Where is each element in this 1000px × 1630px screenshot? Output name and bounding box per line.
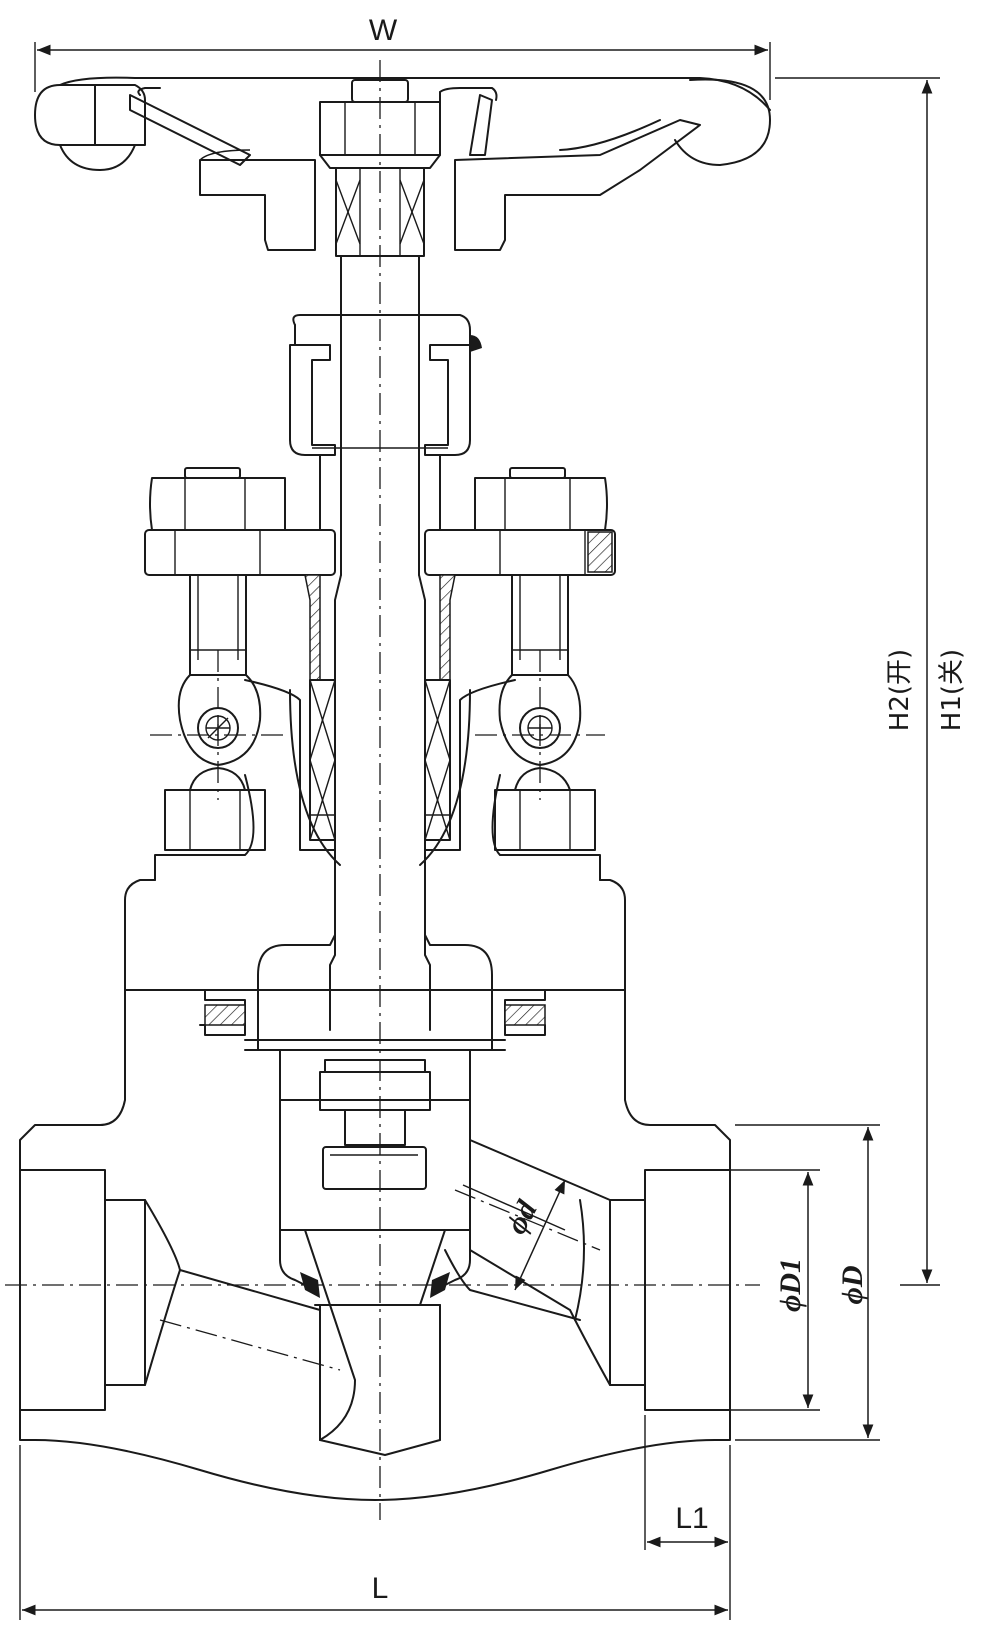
dimension-h1-h2: H2(开) H1(关) xyxy=(775,77,967,1286)
dimension-l1: L1 xyxy=(644,1415,728,1550)
dimension-d1: ϕD1 xyxy=(650,1169,820,1411)
bore-label: ϕd xyxy=(499,1195,544,1240)
w-label: W xyxy=(369,14,398,47)
gland-bolt-right xyxy=(424,467,616,851)
h1-label: H1(关) xyxy=(937,649,967,731)
handwheel xyxy=(34,76,771,251)
dimension-bore: ϕd xyxy=(462,1179,566,1291)
stem xyxy=(329,255,431,1031)
dimension-d: ϕD xyxy=(735,1124,880,1441)
h2-label: H2(开) xyxy=(885,649,915,731)
valve-body xyxy=(19,989,731,1501)
yoke xyxy=(319,454,441,531)
l1-label: L1 xyxy=(675,1502,708,1535)
gland-bolt-left xyxy=(144,467,336,851)
d1-label: ϕD1 xyxy=(774,1258,807,1312)
l-label: L xyxy=(372,1572,389,1605)
packing-gland xyxy=(304,574,456,841)
d-label: ϕD xyxy=(836,1265,869,1304)
centerlines xyxy=(5,60,760,1520)
dimension-l: L xyxy=(19,1445,731,1620)
disc xyxy=(279,1049,471,1441)
yoke-nut xyxy=(289,314,482,456)
dimension-w: W xyxy=(34,14,771,100)
bonnet xyxy=(124,679,626,1051)
